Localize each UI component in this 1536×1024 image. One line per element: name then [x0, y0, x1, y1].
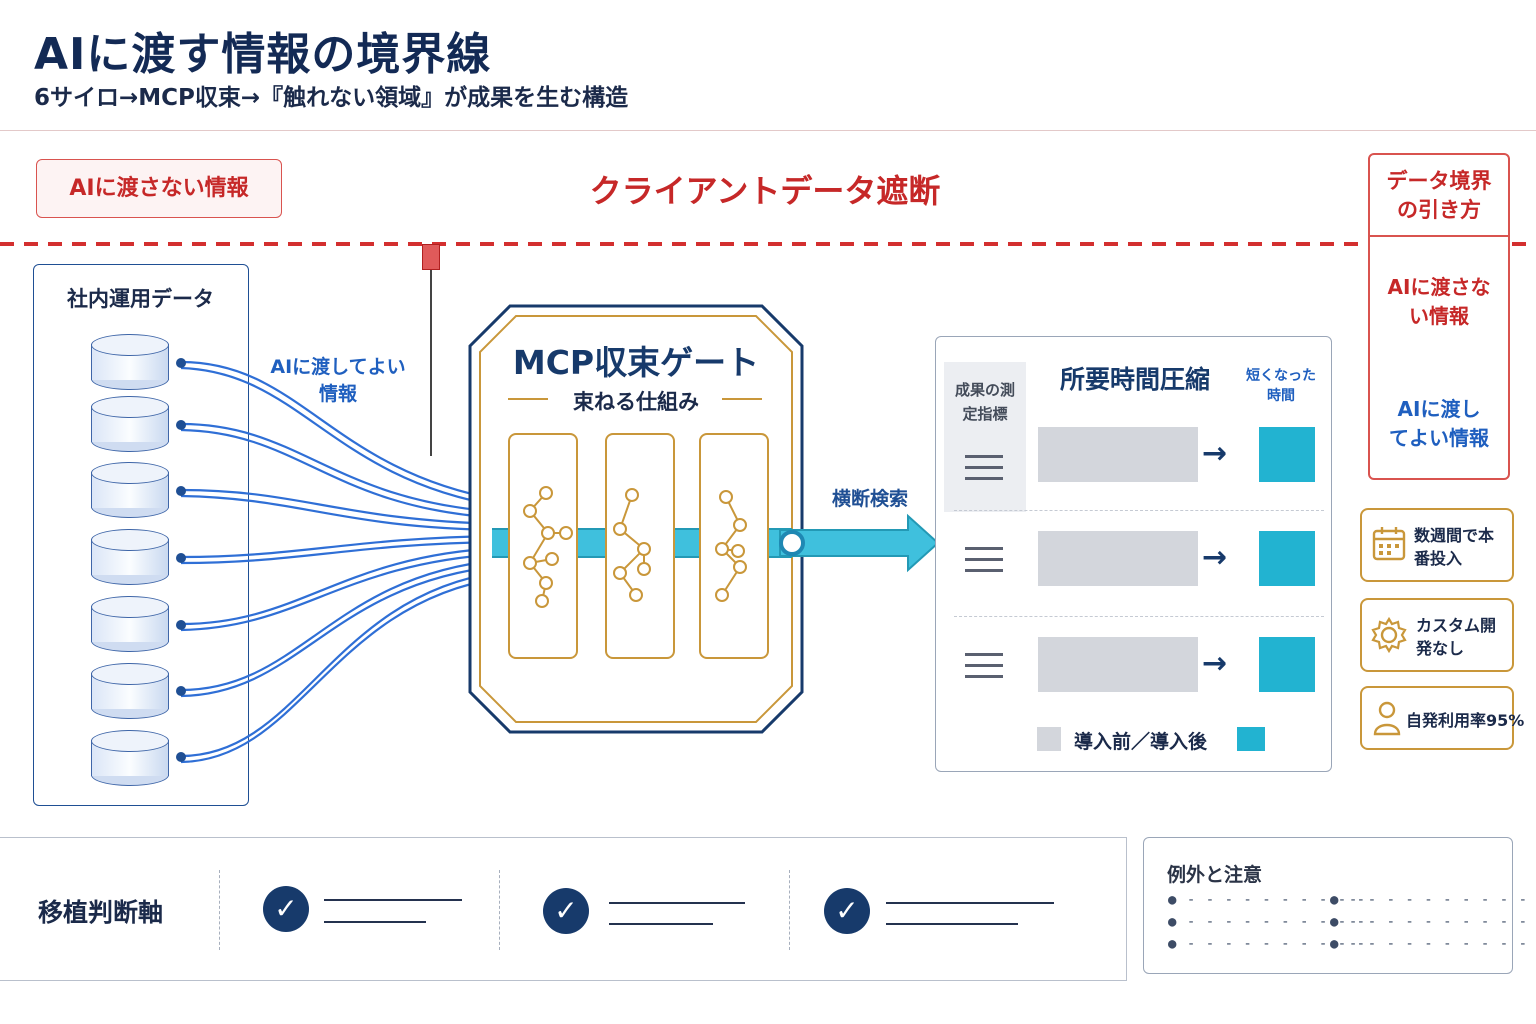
legend-title: データ境界の引き方 — [1386, 169, 1492, 222]
database-icon — [91, 596, 169, 652]
notes-title: 例外と注意 — [1167, 864, 1263, 886]
gate-subtitle-rule — [508, 398, 548, 400]
criteria-line — [609, 902, 745, 904]
page-title: AIに渡す情報の境界線 — [34, 29, 492, 80]
database-icon — [91, 462, 169, 518]
header-divider — [0, 130, 1536, 131]
network-icons — [523, 486, 747, 608]
row-divider — [954, 616, 1324, 617]
legend-before-swatch — [1037, 727, 1061, 751]
before-bar — [1038, 637, 1198, 692]
benefit-text: カスタム開発なし — [1416, 616, 1497, 658]
axis-label: 移植判断軸 — [38, 898, 164, 927]
boundary-line — [0, 242, 1536, 246]
benefit-card: カスタム開発なし — [1360, 598, 1514, 672]
page-subtitle: 6サイロ→MCP収束→『触れない領域』が成果を生む構造 — [34, 85, 629, 111]
legend-text: 導入前／導入後 — [1074, 731, 1208, 753]
arrow-right-icon: → — [1202, 540, 1228, 575]
benefit-card: 数週間で本番投入 — [1360, 508, 1514, 582]
legend-panel: データ境界の引き方 AIに渡さない情報 AIに渡してよい情報 — [1368, 153, 1510, 480]
before-bar — [1038, 427, 1198, 482]
flag-marker-icon — [422, 244, 440, 270]
criteria-line — [886, 902, 1054, 904]
note-line: ● - - - - - - - - - - — [1330, 892, 1529, 908]
axis-divider — [789, 870, 790, 950]
benefit-card: 自発利用率95% — [1360, 686, 1525, 750]
benefit-text: 自発利用率95% — [1406, 711, 1525, 730]
note-line: ● - - - - - - - - - - — [1168, 892, 1367, 908]
client-data-block-label: クライアントデータ遮断 — [589, 172, 941, 210]
blocked-info-box: AIに渡さない情報 — [36, 159, 282, 218]
arrow-right-icon: → — [1202, 646, 1228, 681]
check-icon: ✓ — [263, 886, 309, 932]
database-icon — [91, 663, 169, 719]
axis-divider — [219, 870, 220, 950]
note-line: ● - - - - - - - - - - — [1168, 936, 1367, 952]
criteria-line — [609, 923, 713, 925]
note-line: ● - - - - - - - - - - — [1330, 914, 1529, 930]
legend-allowed: AIに渡してよい情報 — [1389, 397, 1489, 450]
legend-after-swatch — [1237, 727, 1265, 751]
menu-icon — [965, 653, 1003, 686]
database-icon — [91, 730, 169, 786]
metric-column — [944, 362, 1026, 512]
menu-icon — [965, 547, 1003, 580]
gate-subtitle: 束ねる仕組み — [573, 390, 699, 414]
menu-icon — [965, 455, 1003, 488]
allowed-flow-label: AIに渡してよい情報 — [270, 356, 406, 405]
database-icon — [91, 529, 169, 585]
after-bar — [1259, 531, 1316, 586]
database-icon — [91, 396, 169, 452]
criteria-line — [886, 923, 1018, 925]
axis-divider — [499, 870, 500, 950]
flag-pole — [430, 270, 432, 456]
metric-label: 成果の測定指標 — [954, 381, 1015, 423]
gate-title: MCP収束ゲート — [512, 343, 760, 382]
after-bar — [1259, 637, 1316, 692]
results-title: 所要時間圧縮 — [1059, 365, 1210, 394]
gate-module — [508, 433, 578, 659]
benefit-text: 数週間で本番投入 — [1414, 526, 1495, 568]
after-bar — [1259, 427, 1316, 482]
arrow-right-icon: → — [1202, 436, 1228, 471]
output-arrow — [779, 513, 940, 573]
note-line: ● - - - - - - - - - - — [1168, 914, 1367, 930]
check-icon: ✓ — [824, 888, 870, 934]
note-line: ● - - - - - - - - - - — [1330, 936, 1529, 952]
person-icon — [1373, 701, 1401, 736]
calendar-icon — [1372, 527, 1406, 561]
check-icon: ✓ — [543, 888, 589, 934]
before-bar — [1038, 531, 1198, 586]
database-icon — [91, 334, 169, 390]
criteria-line — [324, 899, 462, 901]
cross-search-label: 横断検索 — [831, 488, 908, 510]
gate-subtitle-rule — [722, 398, 762, 400]
notes-panel — [1143, 837, 1513, 974]
criteria-line — [324, 921, 426, 923]
legend-blocked: AIに渡さない情報 — [1387, 275, 1491, 328]
row-divider — [954, 510, 1324, 511]
legend-divider — [1370, 235, 1508, 237]
source-title: 社内運用データ — [67, 287, 214, 311]
gear-icon — [1371, 616, 1407, 654]
short-time-label: 短くなった時間 — [1246, 368, 1316, 404]
